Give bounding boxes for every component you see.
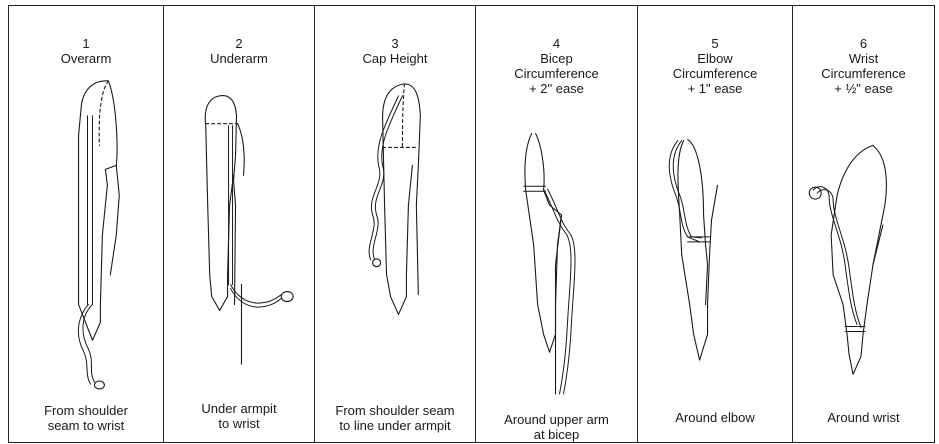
caption-line: at bicep	[476, 427, 637, 442]
caption-line: to wrist	[164, 416, 314, 431]
caption-line: From shoulder seam	[315, 403, 475, 418]
panel-bicep: 4 Bicep Circumference + 2" ease Around u…	[476, 6, 638, 442]
caption-line: Around elbow	[638, 410, 792, 425]
caption-line: seam to wrist	[9, 418, 163, 433]
caption-line: From shoulder	[9, 403, 163, 418]
caption-line: Under armpit	[164, 401, 314, 416]
underarm-measure-arm-icon	[164, 6, 314, 442]
panel-overarm: 1 Overarm From shoulder seam to wrist	[9, 6, 164, 442]
panel-caption: Around elbow	[638, 410, 792, 425]
panel-elbow: 5 Elbow Circumference + 1" ease Around e…	[638, 6, 793, 442]
overarm-measure-arm-icon	[9, 6, 163, 442]
panel-caption: From shoulder seam to line under armpit	[315, 403, 475, 433]
cap-height-measure-arm-icon	[315, 6, 475, 442]
panel-caption: From shoulder seam to wrist	[9, 403, 163, 433]
panel-wrist: 6 Wrist Circumference + ½" ease Around w…	[793, 6, 934, 442]
caption-line: Around wrist	[793, 410, 934, 425]
panel-underarm: 2 Underarm Under armpit to wrist	[164, 6, 315, 442]
panel-caption: Around upper arm at bicep	[476, 412, 637, 442]
caption-line: Around upper arm	[476, 412, 637, 427]
elbow-measure-arm-icon	[638, 6, 792, 442]
caption-line: to line under armpit	[315, 418, 475, 433]
arm-measurement-chart: 1 Overarm From shoulder seam to wrist 2 …	[8, 5, 935, 443]
wrist-measure-arm-icon	[793, 6, 934, 442]
bicep-measure-arm-icon	[476, 6, 637, 442]
panel-cap-height: 3 Cap Height From shoulder seam to line …	[315, 6, 476, 442]
panel-caption: Under armpit to wrist	[164, 401, 314, 431]
panel-caption: Around wrist	[793, 410, 934, 425]
